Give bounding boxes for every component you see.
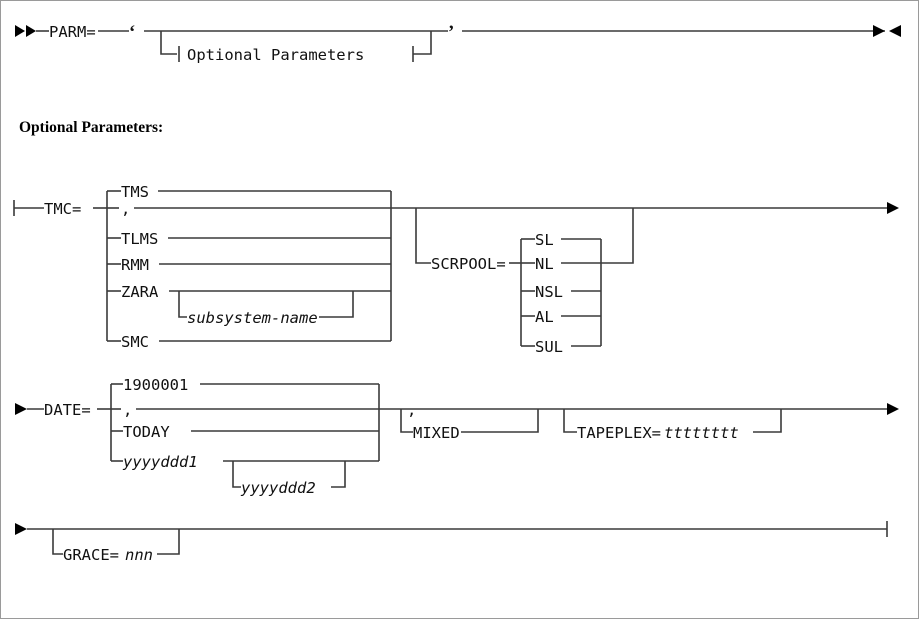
end-arrow-left-icon	[889, 25, 901, 37]
rail-optional-branch-left	[160, 31, 177, 55]
scrpool-keyword: SCRPOOL=	[431, 255, 506, 273]
rail-subsystem-branch-right	[319, 291, 354, 318]
rail-mixed-branch-right	[461, 409, 539, 433]
rail-scrpool-branch-left	[415, 208, 431, 264]
row-grace: GRACE= nnn	[15, 521, 888, 564]
scrpool-option-sul: SUL	[535, 338, 563, 356]
tmc-option-tms: TMS	[121, 183, 149, 201]
scrpool-option-nl: NL	[535, 255, 554, 273]
date-keyword: DATE=	[44, 401, 91, 419]
row-parm: PARM= ‘ Optional Parameters ’	[15, 22, 901, 64]
rail-tapeplex-branch-right	[753, 409, 782, 433]
row4-start-arrow-icon	[15, 523, 27, 535]
row-date-mixed-tapeplex: DATE= 1900001 , TODAY yyyyddd1 yyyyddd2	[15, 376, 899, 497]
row2-end-arrow-icon	[887, 202, 899, 214]
tmc-option-zara: ZARA	[121, 283, 159, 301]
rail-yyyyddd2-branch-left	[232, 461, 241, 488]
tapeplex-keyword: TAPEPLEX=	[577, 424, 661, 442]
rail-grace-branch-right	[157, 529, 180, 555]
date-option-default: 1900001	[123, 376, 188, 394]
start-arrow-1-icon	[15, 25, 25, 37]
date-option-yyyyddd2: yyyyddd2	[240, 479, 316, 497]
parm-keyword: PARM=	[49, 23, 96, 41]
row-tmc-scrpool: TMC= TMS , TLMS RMM ZARA	[13, 183, 899, 356]
rail-tapeplex-branch-left	[563, 409, 577, 433]
row3-start-arrow-icon	[15, 403, 27, 415]
date-option-today: TODAY	[123, 423, 170, 441]
date-option-comma: ,	[123, 401, 132, 419]
scrpool-option-sl: SL	[535, 231, 554, 249]
grace-value: nnn	[125, 546, 153, 564]
end-arrow-right-icon	[873, 25, 885, 37]
rail-mixed-branch-left	[400, 409, 413, 433]
tmc-option-comma: ,	[121, 200, 130, 218]
rail-grace-branch-left	[52, 529, 63, 555]
scrpool-option-al: AL	[535, 308, 554, 326]
close-quote: ’	[448, 22, 454, 43]
grace-keyword: GRACE=	[63, 546, 119, 564]
start-arrow-2-icon	[26, 25, 36, 37]
rail-yyyyddd2-branch-right	[331, 461, 346, 488]
mixed-comma: ,	[407, 401, 416, 419]
rail-optional-branch-right	[413, 31, 432, 55]
rail-scrpool-branch-right	[601, 208, 634, 264]
open-quote: ‘	[129, 22, 135, 43]
tmc-subsystem-name: subsystem-name	[187, 309, 318, 327]
scrpool-option-nsl: NSL	[535, 283, 563, 301]
rail-subsystem-branch-left	[178, 291, 187, 318]
tmc-option-tlms: TLMS	[121, 230, 158, 248]
row3-end-arrow-icon	[887, 403, 899, 415]
tapeplex-value: tttttttt	[664, 424, 739, 442]
section-heading-optional-parameters: Optional Parameters:	[19, 119, 164, 136]
tmc-option-rmm: RMM	[121, 256, 149, 274]
date-option-yyyyddd1: yyyyddd1	[122, 453, 198, 471]
optional-parameters-reference: Optional Parameters	[187, 46, 364, 64]
tmc-keyword: TMC=	[44, 200, 81, 218]
mixed-label: MIXED	[413, 424, 460, 442]
tmc-option-smc: SMC	[121, 333, 149, 351]
